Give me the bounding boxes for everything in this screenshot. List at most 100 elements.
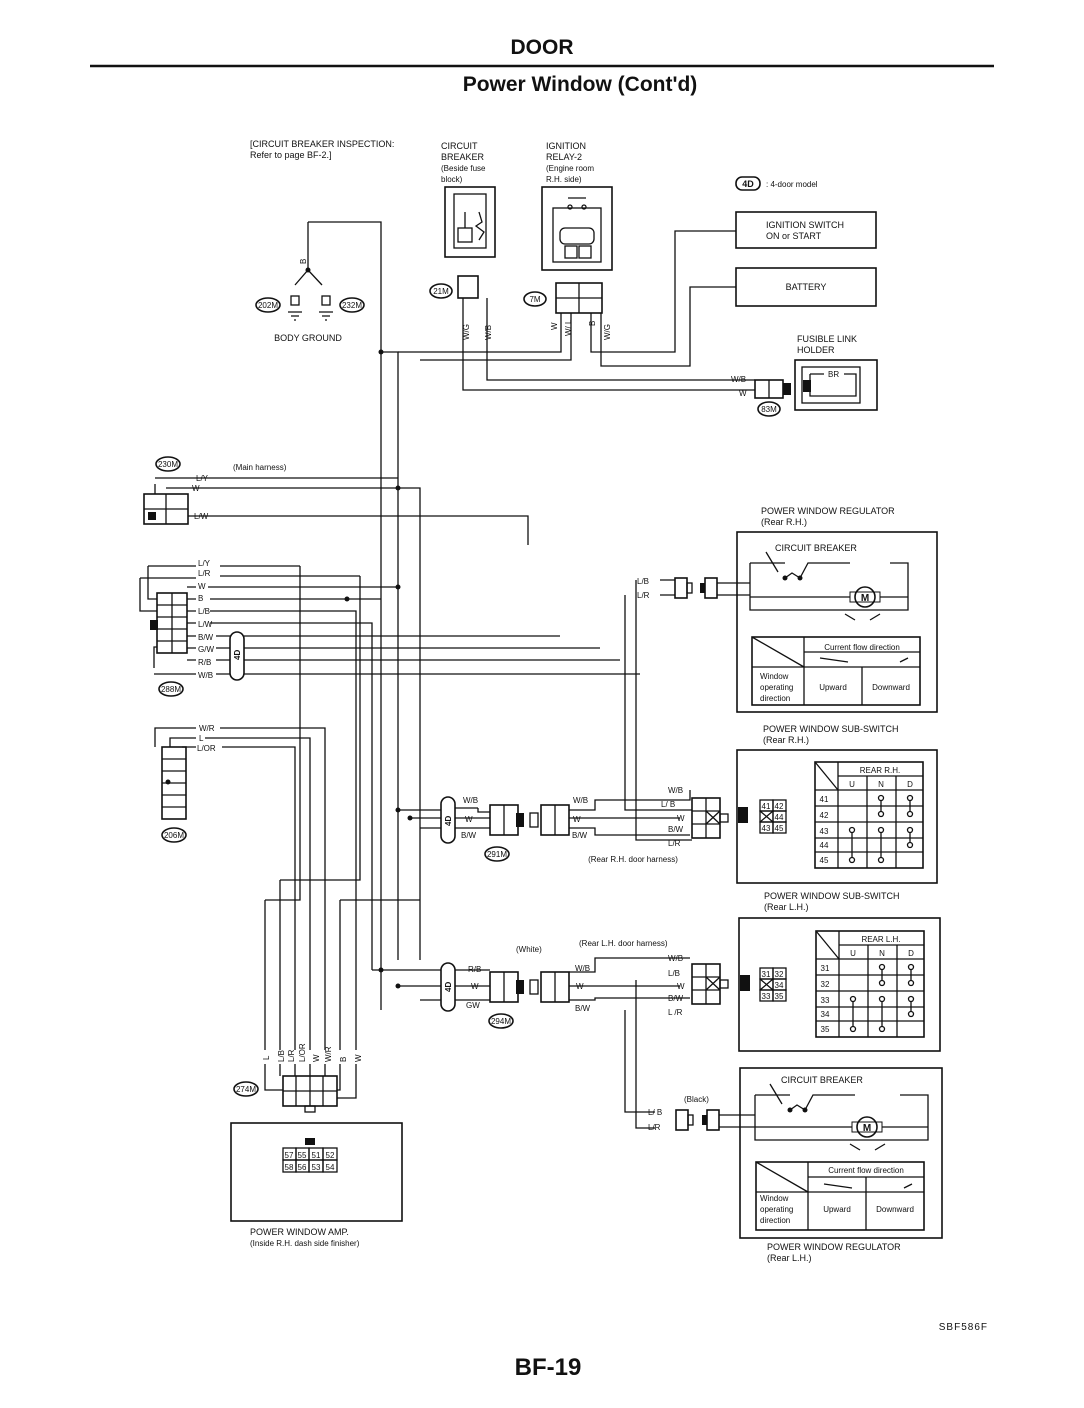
svg-text:43: 43 xyxy=(820,827,829,836)
svg-text:B/W: B/W xyxy=(198,633,214,642)
svg-text:43: 43 xyxy=(762,824,771,833)
svg-text:W: W xyxy=(677,982,685,991)
svg-text:G/W: G/W xyxy=(198,645,214,654)
switch-table-rr xyxy=(814,761,924,869)
svg-text:Upward: Upward xyxy=(819,683,847,692)
svg-text:51: 51 xyxy=(312,1151,321,1160)
amp-pins: 57 55 51 52 58 56 53 54 xyxy=(282,1147,338,1173)
svg-text:31: 31 xyxy=(762,970,771,979)
svg-text:L/ B: L/ B xyxy=(648,1108,662,1117)
svg-text:W: W xyxy=(739,389,747,398)
svg-text:57: 57 xyxy=(285,1151,294,1160)
svg-text:operating: operating xyxy=(760,1205,793,1214)
svg-text:L/R: L/R xyxy=(287,1049,296,1062)
svg-text:45: 45 xyxy=(775,824,784,833)
svg-text:W/B: W/B xyxy=(463,796,478,805)
svg-text:W/B: W/B xyxy=(573,796,588,805)
conn-83m-badge xyxy=(757,401,781,417)
svg-text:L/R: L/R xyxy=(198,569,211,578)
svg-text:M: M xyxy=(861,593,869,604)
svg-text:L/W: L/W xyxy=(194,512,209,521)
svg-text:N: N xyxy=(878,780,884,789)
model-code: 4D xyxy=(742,179,754,189)
svg-text:L/R: L/R xyxy=(648,1123,661,1132)
conn-206m-badge xyxy=(161,827,187,843)
svg-text:L/R: L/R xyxy=(668,839,681,848)
svg-text:L/B: L/B xyxy=(637,577,649,586)
conn-83m: 83M xyxy=(761,405,777,414)
main-harness-label: (Main harness) xyxy=(233,463,287,472)
conn-291m-badge xyxy=(484,846,510,862)
conn-291m: 291M xyxy=(487,850,507,859)
svg-text:W: W xyxy=(677,814,685,823)
svg-text:L/ B: L/ B xyxy=(661,800,675,809)
svg-text:D: D xyxy=(908,949,914,958)
svg-text:L: L xyxy=(262,1055,271,1060)
fusible-label-2: HOLDER xyxy=(797,345,835,355)
ign-sw-label-1: IGNITION SWITCH xyxy=(766,220,844,230)
svg-text:W: W xyxy=(471,982,479,991)
model-code-badge xyxy=(735,176,761,191)
black-label: (Black) xyxy=(684,1095,709,1104)
svg-text:D: D xyxy=(907,780,913,789)
svg-text:direction: direction xyxy=(760,694,790,703)
svg-text:W: W xyxy=(354,1054,363,1062)
conn-202m-badge xyxy=(255,297,281,313)
conn-4d-left xyxy=(229,631,245,681)
ir-label-3: (Engine room xyxy=(546,164,594,173)
svg-text:W/B: W/B xyxy=(668,954,683,963)
ign-sw-label-2: ON or START xyxy=(766,231,822,241)
sub-rl-label-2: (Rear L.H.) xyxy=(764,902,809,912)
svg-text:REAR R.H.: REAR R.H. xyxy=(860,766,900,775)
circuit-breaker-box xyxy=(444,186,496,258)
cb-element xyxy=(464,211,485,241)
svg-text:Downward: Downward xyxy=(872,683,910,692)
reg-rr-cb-label: CIRCUIT BREAKER xyxy=(775,543,857,553)
svg-text:35: 35 xyxy=(775,992,784,1001)
fusible-br-label: BR xyxy=(828,370,839,379)
body-ground-label: BODY GROUND xyxy=(274,333,342,343)
svg-text:Current flow direction: Current flow direction xyxy=(824,643,900,652)
svg-text:33: 33 xyxy=(762,992,771,1001)
conn-232m-badge xyxy=(339,297,365,313)
svg-text:Window: Window xyxy=(760,1194,789,1203)
svg-text:W: W xyxy=(312,1054,321,1062)
svg-text:U: U xyxy=(850,949,856,958)
svg-text:W: W xyxy=(192,484,200,493)
svg-text:35: 35 xyxy=(821,1025,830,1034)
svg-text:4D: 4D xyxy=(444,816,453,826)
svg-text:41: 41 xyxy=(820,795,829,804)
conn-4d-291 xyxy=(440,796,456,844)
svg-text:U: U xyxy=(849,780,855,789)
reg-rr-label-1: POWER WINDOW REGULATOR xyxy=(761,506,895,516)
cb-inspection-ref: Refer to page BF-2.] xyxy=(250,150,332,160)
svg-text:L /R: L /R xyxy=(668,1008,683,1017)
sub-rr-label-2: (Rear R.H.) xyxy=(763,735,809,745)
svg-text:B/W: B/W xyxy=(668,994,684,1003)
svg-text:33: 33 xyxy=(821,996,830,1005)
rl-door-harness: (Rear L.H. door harness) xyxy=(579,939,668,948)
cb-inspection-label: [CIRCUIT BREAKER INSPECTION: xyxy=(250,139,394,149)
ground-trunk xyxy=(308,221,382,1010)
svg-text:B: B xyxy=(588,321,597,326)
sub-rr-label-1: POWER WINDOW SUB-SWITCH xyxy=(763,724,899,734)
svg-text:N: N xyxy=(879,949,885,958)
conn-21m-badge xyxy=(429,283,453,299)
svg-text:direction: direction xyxy=(760,1216,790,1225)
svg-text:42: 42 xyxy=(820,811,829,820)
page-title: Power Window (Cont'd) xyxy=(462,73,698,96)
conn-21m-body xyxy=(457,275,479,299)
svg-text:32: 32 xyxy=(775,970,784,979)
conn-274m: 274M xyxy=(236,1085,256,1094)
conn-288m: 288M xyxy=(161,685,181,694)
conn-206m: 206M xyxy=(164,831,184,840)
relay-coil xyxy=(559,227,595,245)
flow-table-rr xyxy=(751,636,921,706)
sub-rl-label-1: POWER WINDOW SUB-SWITCH xyxy=(764,891,900,901)
svg-text:L/OR: L/OR xyxy=(197,744,216,753)
svg-text:42: 42 xyxy=(775,802,784,811)
svg-text:L/B: L/B xyxy=(277,1050,286,1062)
conn-288m-badge xyxy=(158,681,184,697)
svg-text:44: 44 xyxy=(775,813,784,822)
